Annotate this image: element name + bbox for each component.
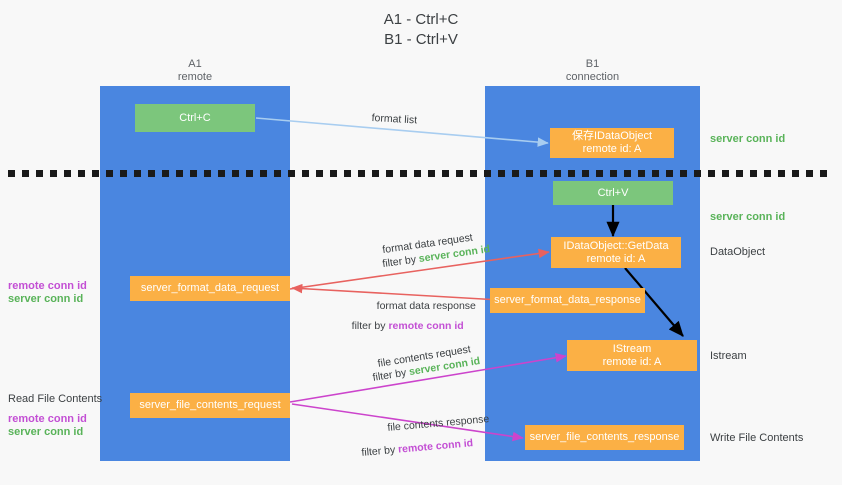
box-server-file-contents-response[interactable]: server_file_contents_response (525, 425, 684, 450)
filter-prefix: filter by (371, 366, 411, 384)
box-server-format-data-response[interactable]: server_format_data_response (490, 288, 645, 313)
filter-prefix: filter by (360, 443, 399, 459)
filter-value-remote-conn-id: remote conn id (388, 320, 464, 332)
box-istream[interactable]: IStream remote id: A (567, 340, 697, 371)
filter-prefix: filter by (381, 253, 420, 271)
box-server-file-contents-request[interactable]: server_file_contents_request (130, 393, 290, 418)
annotation-server-conn-id-mid: server conn id (710, 211, 786, 223)
box-server-format-data-request[interactable]: server_format_data_request (130, 276, 290, 301)
annotation-read-file-contents: Read File Contents (8, 393, 103, 405)
lane-header-b1: B1 connection (565, 58, 620, 83)
filter-value-server-conn-id: server conn id (408, 355, 481, 379)
dashed-separator (8, 170, 834, 177)
lane-header-a1: A1 remote (177, 58, 213, 83)
arrow-label-format-data-response: format data response (365, 285, 476, 327)
annotation-left-server-conn-id-1: server conn id (8, 293, 84, 305)
annotation-left-remote-conn-id-1: remote conn id (8, 280, 87, 292)
arrow-label-format-data-response-text: format data response (376, 300, 476, 312)
annotation-server-conn-id-top: server conn id (710, 133, 786, 145)
filter-value-server-conn-id: server conn id (418, 243, 491, 265)
filter-value-remote-conn-id: remote conn id (397, 437, 474, 456)
box-save-idataobject[interactable]: 保存IDataObject remote id: A (550, 128, 674, 158)
annotation-write-file-contents: Write File Contents (710, 432, 804, 444)
box-idataobject-getdata[interactable]: IDataObject::GetData remote id: A (551, 237, 681, 268)
arrow-label-format-data-response-filter: filter by remote conn id (340, 305, 464, 347)
annotation-dataobject: DataObject (710, 246, 766, 258)
arrow-label-format-list: format list (371, 111, 418, 127)
box-ctrl-c[interactable]: Ctrl+C (135, 104, 255, 132)
arrow-label-file-contents-response-filter: filter by remote conn id (348, 422, 475, 475)
box-ctrl-v[interactable]: Ctrl+V (553, 181, 673, 205)
annotation-left-server-conn-id-2: server conn id (8, 426, 84, 438)
page-title: A1 - Ctrl+C B1 - Ctrl+V (383, 11, 459, 48)
filter-prefix: filter by (351, 320, 389, 332)
annotation-left-remote-conn-id-2: remote conn id (8, 413, 87, 425)
annotation-istream: Istream (710, 350, 747, 362)
